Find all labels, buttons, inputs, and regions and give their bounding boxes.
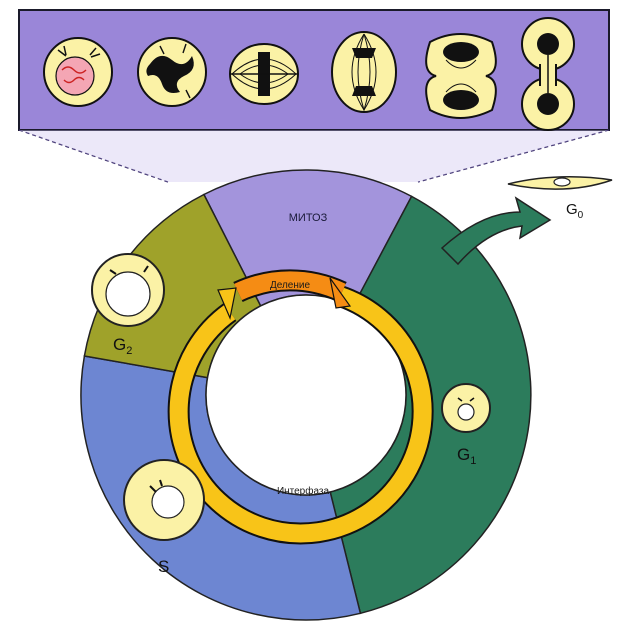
telophase-cell-icon: [426, 34, 496, 118]
s-cell-icon: [124, 460, 204, 540]
g1-subscript: 1: [470, 455, 476, 467]
prometaphase-cell-icon: [138, 38, 206, 106]
anaphase-cell-icon: [332, 32, 396, 112]
g2-cell-icon: [92, 254, 164, 326]
s-label: S: [158, 557, 169, 576]
g0-branch: [442, 177, 612, 264]
mitosis-stages-panel: [19, 10, 609, 182]
prophase-cell-icon: [44, 38, 112, 106]
g0-subscript: 0: [578, 210, 584, 221]
mitosis-label: МИТОЗ: [289, 212, 328, 224]
metaphase-cell-icon: [230, 44, 298, 104]
g2-subscript: 2: [126, 345, 132, 357]
interphase-label: Интерфаза: [277, 485, 330, 497]
g0-label: G0: [566, 201, 584, 221]
division-label: Деление: [270, 280, 311, 291]
g1-cell-icon: [442, 384, 490, 432]
